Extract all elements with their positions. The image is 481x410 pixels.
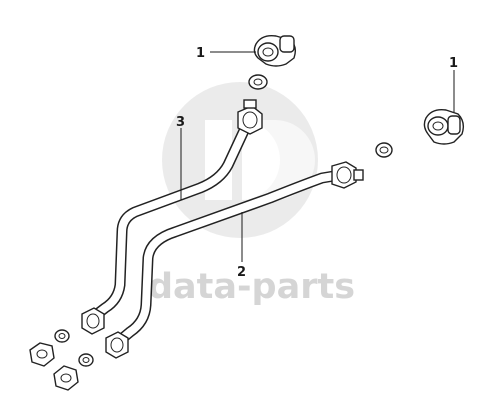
washer-bottom-left-1 <box>54 329 70 343</box>
pipe-3 <box>86 116 254 324</box>
washer-bottom-left-2 <box>78 353 94 367</box>
nut-bottom-left-2 <box>53 365 79 391</box>
banjo-fitting-top <box>253 34 297 67</box>
callout-3: 3 <box>176 115 185 130</box>
nut-bottom-left-1 <box>29 342 55 367</box>
washer-right <box>375 142 393 158</box>
pipe-2 <box>112 169 346 348</box>
pipe-2-right-fitting <box>331 161 364 189</box>
pipe-3-top-fitting <box>237 99 263 135</box>
pipe-3-bottom-fitting <box>81 307 105 335</box>
washer-top <box>248 74 268 90</box>
callout-1-top: 1 <box>196 46 205 61</box>
watermark-logo <box>162 82 318 238</box>
watermark-text: data-parts <box>148 267 355 307</box>
banjo-fitting-right <box>423 108 465 145</box>
callout-2: 2 <box>237 265 246 280</box>
leader-lines <box>180 51 455 262</box>
callout-1-right: 1 <box>449 56 458 71</box>
pipe-2-bottom-fitting <box>105 331 129 359</box>
